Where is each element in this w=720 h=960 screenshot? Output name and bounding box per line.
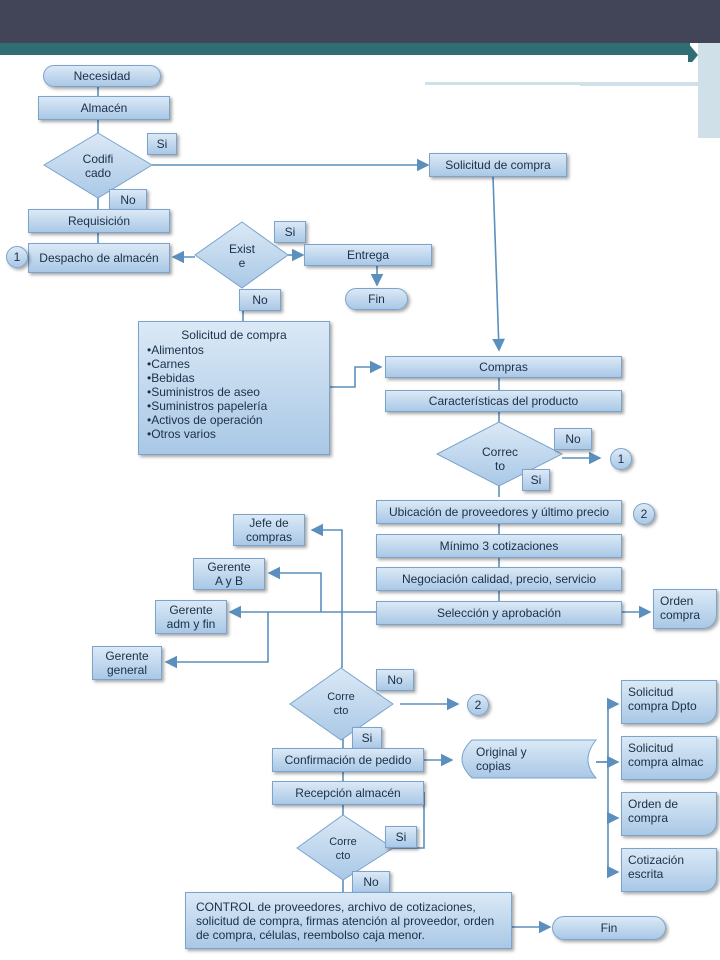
solicitud-list-title: Solicitud de compra bbox=[181, 328, 287, 342]
seleccion-aprobacion-box: Selección y aprobación bbox=[376, 601, 622, 625]
confirmacion-pedido-box: Confirmación de pedido bbox=[272, 748, 424, 772]
si-label-3: Si bbox=[522, 469, 550, 491]
original-copias-label: Original y copias bbox=[476, 745, 527, 773]
solicitud-list-item: •Otros varios bbox=[147, 427, 216, 441]
no-label-1: No bbox=[109, 189, 147, 211]
si-label-1: Si bbox=[147, 133, 177, 155]
cotizacion-escrita-doc: Cotización escrita bbox=[621, 848, 717, 892]
no-label-4: No bbox=[376, 669, 414, 691]
fin-terminal-1: Fin bbox=[345, 288, 408, 310]
entrega-box: Entrega bbox=[304, 244, 432, 266]
connector-1-left: 1 bbox=[6, 246, 28, 268]
correcto3-label: Corre cto bbox=[329, 836, 357, 862]
minimo-cotizaciones-box: Mínimo 3 cotizaciones bbox=[376, 534, 622, 558]
despacho-almacen-box: Despacho de almacén bbox=[28, 243, 170, 273]
original-copias-shape bbox=[461, 739, 598, 779]
gerente-adm-fin-box: Gerente adm y fin bbox=[155, 600, 227, 634]
correcto2-label: Corre cto bbox=[327, 691, 355, 717]
solicitud-list-item: •Alimentos bbox=[147, 343, 204, 357]
no-label-5: No bbox=[352, 871, 390, 893]
solicitud-list-item: •Suministros de aseo bbox=[147, 385, 260, 399]
connector-2-bottom: 2 bbox=[467, 694, 489, 716]
existe-label: Exist e bbox=[228, 242, 255, 270]
header-bar bbox=[0, 0, 720, 43]
solicitud-list-item: •Activos de operación bbox=[147, 413, 263, 427]
no-label-3: No bbox=[554, 428, 592, 450]
gerente-general-box: Gerente general bbox=[92, 646, 162, 680]
header-accent-strip bbox=[0, 43, 690, 55]
ubicacion-box: Ubicación de proveedores y último precio bbox=[376, 500, 622, 524]
control-box: CONTROL de proveedores, archivo de cotiz… bbox=[185, 892, 512, 949]
correcto3-diamond bbox=[296, 814, 394, 881]
codificado-diamond bbox=[43, 132, 153, 199]
solicitud-compra-dpto-doc: Solicitud compra Dpto bbox=[621, 680, 717, 724]
header-line-decoration-2 bbox=[580, 83, 698, 94]
si-label-4: Si bbox=[352, 727, 382, 749]
solicitud-compra-box: Solicitud de compra bbox=[429, 153, 567, 177]
correcto1-label: Correc to bbox=[481, 445, 518, 473]
almacen-box: Almacén bbox=[38, 96, 170, 120]
si-label-5: Si bbox=[385, 826, 417, 848]
solicitud-compra-almac-doc: Solicitud compra almac bbox=[621, 736, 717, 780]
recepcion-almacen-box: Recepción almacén bbox=[272, 781, 424, 805]
no-label-2: No bbox=[239, 289, 281, 311]
solicitud-list-item: •Carnes bbox=[147, 357, 190, 371]
side-accent-bar bbox=[698, 43, 720, 138]
connector-2-top: 2 bbox=[633, 503, 655, 525]
compras-box: Compras bbox=[385, 356, 622, 378]
solicitud-list-item: •Bebidas bbox=[147, 371, 195, 385]
fin-terminal-2: Fin bbox=[552, 916, 666, 940]
orden-compra-doc: Orden compra bbox=[653, 589, 717, 629]
connector-1-right: 1 bbox=[610, 448, 632, 470]
solicitud-list-item: •Suministros papelería bbox=[147, 399, 268, 413]
existe-diamond bbox=[194, 221, 289, 289]
codificado-label: Codifi cado bbox=[82, 152, 114, 180]
correcto1-diamond bbox=[435, 421, 564, 487]
orden-de-compra-doc: Orden de compra bbox=[621, 792, 717, 836]
header-line-decoration bbox=[425, 62, 698, 85]
si-label-2: Si bbox=[274, 221, 306, 243]
header-arrow-tab bbox=[688, 43, 698, 67]
solicitud-compra-list: Solicitud de compra •Alimentos •Carnes •… bbox=[138, 321, 330, 455]
correcto2-diamond bbox=[289, 667, 394, 741]
negociacion-box: Negociación calidad, precio, servicio bbox=[376, 567, 622, 591]
requisicion-box: Requisición bbox=[28, 209, 170, 233]
gerente-ab-box: Gerente A y B bbox=[193, 558, 265, 590]
caracteristicas-box: Características del producto bbox=[385, 390, 622, 412]
jefe-compras-box: Jefe de compras bbox=[233, 514, 305, 546]
necesidad-terminal: Necesidad bbox=[43, 65, 161, 87]
